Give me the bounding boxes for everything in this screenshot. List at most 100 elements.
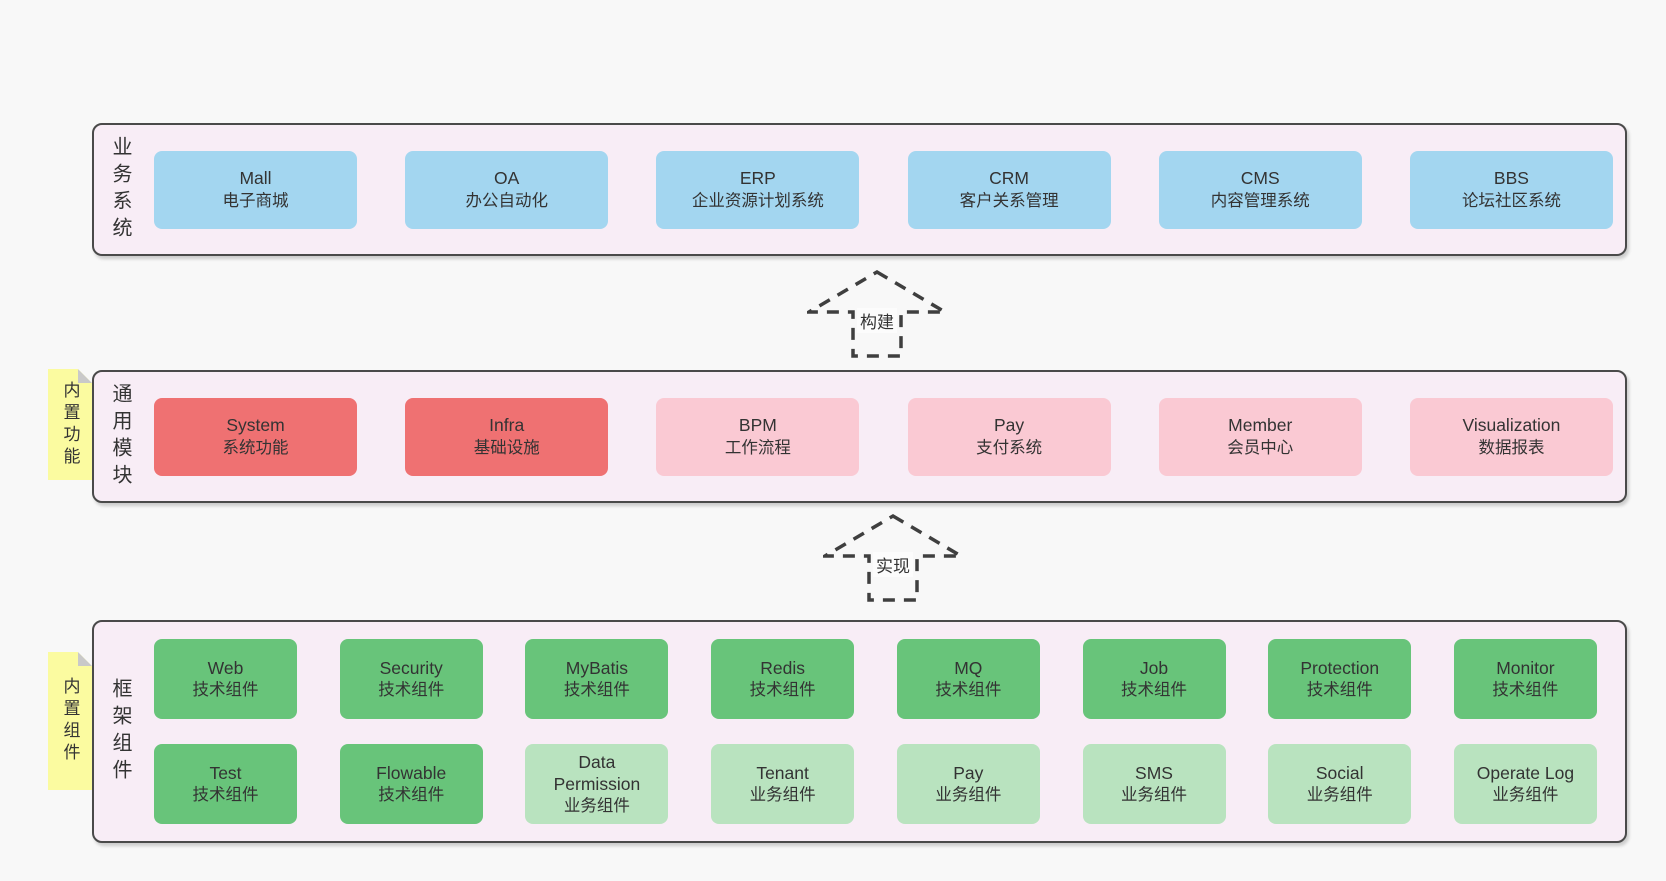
box-subtitle: 技术组件 [192, 681, 259, 699]
box-oa: OA 办公自动化 [405, 151, 609, 229]
box-title: System [226, 415, 285, 435]
framework-components-panel: 框架组件 Web 技术组件 Security 技术组件 MyBatis 技术组件… [92, 620, 1627, 843]
box-title: Test [209, 763, 242, 783]
box-subtitle: 技术组件 [192, 786, 259, 804]
box-test: Test 技术组件 [154, 744, 297, 824]
box-title: ERP [739, 168, 776, 188]
implement-arrow-icon: 实现 [823, 512, 963, 604]
box-title: Data Permission [553, 752, 641, 794]
box-subtitle: 内容管理系统 [1210, 192, 1310, 210]
box-subtitle: 技术组件 [749, 681, 816, 699]
box-subtitle: 业务组件 [935, 786, 1002, 804]
box-system: System 系统功能 [154, 398, 357, 476]
box-social: Social 业务组件 [1268, 744, 1412, 824]
box-subtitle: 技术组件 [1306, 681, 1373, 699]
box-erp: ERP 企业资源计划系统 [656, 151, 860, 229]
box-subtitle: 业务组件 [1306, 786, 1373, 804]
box-subtitle: 论坛社区系统 [1461, 192, 1561, 210]
box-subtitle: 技术组件 [563, 681, 630, 699]
box-title: Redis [760, 658, 805, 678]
box-subtitle: 企业资源计划系统 [691, 192, 824, 210]
box-job: Job 技术组件 [1082, 639, 1226, 719]
box-subtitle: 技术组件 [378, 786, 445, 804]
box-title: Flowable [376, 763, 447, 783]
box-title: Pay [953, 763, 984, 783]
box-subtitle: 客户关系管理 [959, 192, 1059, 210]
box-title: BBS [1493, 168, 1529, 188]
box-title: Infra [489, 415, 525, 435]
box-flowable: Flowable 技术组件 [339, 744, 483, 824]
box-title: CMS [1240, 168, 1280, 188]
business-systems-panel-label: 业务系统 [109, 135, 131, 244]
box-subtitle: 业务组件 [563, 797, 630, 815]
box-data-permission: Data Permission 业务组件 [525, 744, 669, 824]
box-protection: Protection 技术组件 [1268, 639, 1412, 719]
box-subtitle: 业务组件 [1121, 786, 1188, 804]
box-title: CRM [989, 168, 1029, 188]
box-subtitle: 技术组件 [935, 681, 1002, 699]
box-sms: SMS 业务组件 [1082, 744, 1226, 824]
box-subtitle: 技术组件 [378, 681, 445, 699]
box-mybatis: MyBatis 技术组件 [525, 639, 669, 719]
box-bpm: BPM 工作流程 [656, 398, 860, 476]
box-pay-component: Pay 业务组件 [896, 744, 1040, 824]
box-title: Monitor [1496, 658, 1555, 678]
box-subtitle: 系统功能 [222, 439, 289, 457]
box-title: BPM [738, 415, 777, 435]
built-in-components-note: 内置组件 [48, 652, 92, 790]
box-subtitle: 业务组件 [1492, 786, 1559, 804]
framework-components-box-row-top: Web 技术组件 Security 技术组件 MyBatis 技术组件 Redi… [154, 639, 1597, 719]
up-arrow-dashed-icon [807, 269, 947, 358]
box-monitor: Monitor 技术组件 [1453, 639, 1597, 719]
box-title: Protection [1300, 658, 1380, 678]
built-in-features-note: 内置功能 [48, 369, 92, 480]
build-arrow-label: 构建 [857, 308, 897, 333]
box-subtitle: 支付系统 [976, 439, 1043, 457]
box-title: Mall [239, 168, 272, 188]
box-visualization: Visualization 数据报表 [1409, 398, 1613, 476]
build-arrow-icon: 构建 [807, 268, 947, 360]
business-systems-box-row: Mall 电子商城 OA 办公自动化 ERP 企业资源计划系统 CRM 客户关系… [154, 151, 1613, 229]
box-title: Social [1315, 763, 1364, 783]
box-title: OA [494, 168, 520, 188]
box-redis: Redis 技术组件 [711, 639, 855, 719]
up-arrow-dashed-icon [823, 513, 963, 602]
box-member: Member 会员中心 [1158, 398, 1362, 476]
box-title: Tenant [756, 763, 809, 783]
framework-components-panel-label: 框架组件 [109, 677, 131, 786]
box-subtitle: 技术组件 [1121, 681, 1188, 699]
box-title: SMS [1135, 763, 1173, 783]
box-subtitle: 业务组件 [749, 786, 816, 804]
box-title: Job [1139, 658, 1169, 678]
common-modules-panel-label: 通用模块 [109, 382, 131, 491]
common-modules-panel: 通用模块 System 系统功能 Infra 基础设施 BPM 工作流程 Pay… [92, 370, 1627, 503]
implement-arrow-label: 实现 [873, 552, 913, 577]
box-subtitle: 工作流程 [724, 439, 791, 457]
box-title: Web [207, 658, 244, 678]
box-pay-module: Pay 支付系统 [907, 398, 1111, 476]
box-subtitle: 办公自动化 [465, 192, 548, 210]
box-bbs: BBS 论坛社区系统 [1409, 151, 1613, 229]
box-crm: CRM 客户关系管理 [907, 151, 1111, 229]
box-title: MyBatis [565, 658, 629, 678]
box-subtitle: 会员中心 [1227, 439, 1294, 457]
box-web: Web 技术组件 [154, 639, 297, 719]
box-subtitle: 技术组件 [1492, 681, 1559, 699]
built-in-features-note-label: 内置功能 [60, 380, 80, 469]
box-subtitle: 电子商城 [222, 192, 289, 210]
common-modules-box-row: System 系统功能 Infra 基础设施 BPM 工作流程 Pay 支付系统… [154, 398, 1613, 476]
box-subtitle: 基础设施 [473, 439, 540, 457]
box-security: Security 技术组件 [339, 639, 483, 719]
box-title: Member [1228, 415, 1293, 435]
box-mall: Mall 电子商城 [154, 151, 357, 229]
box-infra: Infra 基础设施 [405, 398, 609, 476]
box-subtitle: 数据报表 [1478, 439, 1545, 457]
business-systems-panel: 业务系统 Mall 电子商城 OA 办公自动化 ERP 企业资源计划系统 CRM… [92, 123, 1627, 256]
box-title: Operate Log [1476, 763, 1575, 783]
box-title: Pay [993, 415, 1025, 435]
box-title: Security [379, 658, 443, 678]
box-title: MQ [954, 658, 983, 678]
box-title: Visualization [1462, 415, 1561, 435]
box-mq: MQ 技术组件 [896, 639, 1040, 719]
